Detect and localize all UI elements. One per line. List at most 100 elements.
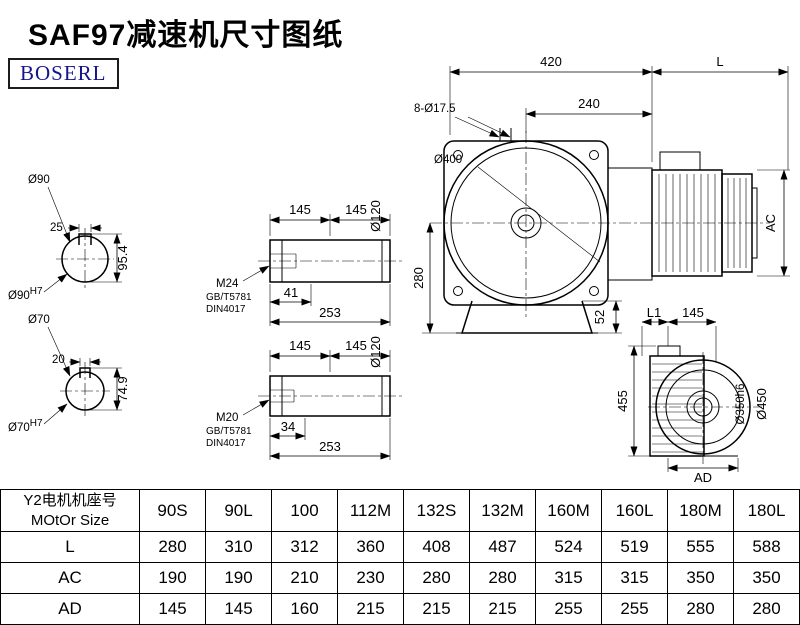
leader-line bbox=[43, 273, 68, 293]
side-view: L1 145 455 Ø350h6 Ø450 AD bbox=[615, 305, 769, 485]
dim-AD-label: AD bbox=[694, 470, 712, 485]
dim-keyheight-label: 74.9 bbox=[115, 376, 130, 401]
thread-label: M20 bbox=[216, 412, 238, 424]
motor-size-header: Y2电机机座号 MOtOr Size bbox=[0, 489, 140, 532]
brand-logo: BOSERL bbox=[8, 58, 119, 89]
table-cell: 160 bbox=[271, 593, 338, 625]
standard-label: DIN4017 bbox=[206, 304, 246, 315]
leader-line bbox=[477, 166, 601, 263]
table-cell: 588 bbox=[733, 531, 800, 563]
standard-label: GB/T5781 bbox=[206, 292, 252, 303]
dimension-table: Y2电机机座号 MOtOr Size 90S 90L 100 112M 132S… bbox=[0, 489, 800, 625]
column-header: 132S bbox=[403, 489, 470, 532]
table-cell: 280 bbox=[733, 593, 800, 625]
motor-end-cap bbox=[751, 187, 758, 259]
leader-line bbox=[454, 116, 500, 138]
dim-keywidth-label: 20 bbox=[52, 354, 65, 366]
table-cell: 280 bbox=[469, 562, 536, 594]
base-bracket bbox=[460, 300, 594, 334]
column-header: 180L bbox=[733, 489, 800, 532]
dim-145-label: 145 bbox=[682, 305, 704, 320]
bore-dia-value: Ø90 bbox=[8, 290, 30, 302]
table-cell: 315 bbox=[535, 562, 602, 594]
bore-dia-tolerance: H7 bbox=[30, 286, 43, 297]
table-cell: 350 bbox=[733, 562, 800, 594]
leader-line bbox=[467, 116, 511, 138]
brand-logo-text: BOSERL bbox=[20, 61, 107, 85]
terminal-box bbox=[659, 151, 701, 171]
shaft-drawing-top: 145 145 Ø120 M24 GB/T5781 DIN4017 41 253 bbox=[206, 200, 402, 326]
table-row-AD: AD 145 145 160 215 215 215 255 255 280 2… bbox=[0, 593, 800, 625]
column-header: 90S bbox=[139, 489, 206, 532]
dim-threadlen-label: 41 bbox=[284, 285, 298, 300]
table-cell: 190 bbox=[205, 562, 272, 594]
table-cell: 145 bbox=[139, 593, 206, 625]
leader-line bbox=[242, 399, 270, 416]
table-cell: 210 bbox=[271, 562, 338, 594]
table-cell: 215 bbox=[403, 593, 470, 625]
leader-line bbox=[47, 326, 71, 377]
dim-dia120-label: Ø120 bbox=[368, 200, 383, 232]
table-cell: 519 bbox=[601, 531, 668, 563]
dim-52-label: 52 bbox=[592, 310, 607, 324]
header-line1: Y2电机机座号 bbox=[23, 491, 117, 509]
table-cell: 555 bbox=[667, 531, 734, 563]
dim-dia70-label: Ø70 bbox=[28, 314, 50, 326]
dim-keywidth-label: 25 bbox=[50, 222, 63, 234]
thread-label: M24 bbox=[216, 278, 239, 290]
bolt-hole bbox=[589, 286, 599, 296]
detail-view-70: Ø70 20 74.9 Ø70H7 bbox=[8, 314, 130, 434]
table-cell: 280 bbox=[139, 531, 206, 563]
table-cell: 350 bbox=[667, 562, 734, 594]
dim-145-label: 145 bbox=[289, 338, 311, 353]
dim-threadlen-label: 34 bbox=[281, 419, 295, 434]
dim-280-label: 280 bbox=[411, 267, 426, 289]
body-fins bbox=[652, 363, 702, 453]
dim-dia90-label: Ø90 bbox=[28, 174, 50, 186]
front-view: 420 L 240 8-Ø17.5 Ø400 280 52 AC bbox=[411, 54, 790, 334]
column-header: 180M bbox=[667, 489, 734, 532]
column-header: 112M bbox=[337, 489, 404, 532]
dim-totallen-label: 253 bbox=[319, 305, 341, 320]
dim-dia350-label: Ø350h6 bbox=[735, 384, 747, 425]
bolt-hole bbox=[589, 150, 599, 160]
bore-dia-label: Ø90H7 bbox=[8, 286, 43, 302]
dim-dia450-label: Ø450 bbox=[754, 388, 769, 420]
bore-dia-label: Ø70H7 bbox=[8, 418, 43, 434]
table-header-row: Y2电机机座号 MOtOr Size 90S 90L 100 112M 132S… bbox=[0, 489, 800, 532]
dim-145-label: 145 bbox=[289, 202, 311, 217]
dim-holes-label: 8-Ø17.5 bbox=[414, 103, 456, 115]
row-label: AC bbox=[0, 562, 140, 594]
dim-AC-label: AC bbox=[763, 214, 778, 232]
table-cell: 408 bbox=[403, 531, 470, 563]
table-cell: 312 bbox=[271, 531, 338, 563]
table-cell: 280 bbox=[403, 562, 470, 594]
table-cell: 215 bbox=[337, 593, 404, 625]
bore-dia-tolerance: H7 bbox=[30, 418, 43, 429]
table-cell: 190 bbox=[139, 562, 206, 594]
motor-adapter bbox=[607, 167, 653, 281]
table-cell: 255 bbox=[535, 593, 602, 625]
dim-240-label: 240 bbox=[578, 96, 600, 111]
row-label: L bbox=[0, 531, 140, 563]
table-cell: 215 bbox=[469, 593, 536, 625]
table-cell: 255 bbox=[601, 593, 668, 625]
table-cell: 145 bbox=[205, 593, 272, 625]
motor-fins bbox=[658, 174, 716, 272]
column-header: 160L bbox=[601, 489, 668, 532]
detail-view-90: Ø90 25 95.4 Ø90H7 bbox=[8, 174, 130, 302]
table-cell: 310 bbox=[205, 531, 272, 563]
leader-line bbox=[47, 186, 71, 243]
dim-dia400-label: Ø400 bbox=[434, 154, 462, 166]
table-cell: 524 bbox=[535, 531, 602, 563]
dim-L1-label: L1 bbox=[647, 305, 661, 320]
table-row-AC: AC 190 190 210 230 280 280 315 315 350 3… bbox=[0, 562, 800, 594]
dim-145-label: 145 bbox=[345, 202, 367, 217]
dim-dia120-label: Ø120 bbox=[368, 336, 383, 368]
column-header: 132M bbox=[469, 489, 536, 532]
standard-label: GB/T5781 bbox=[206, 426, 252, 437]
page-title: SAF97减速机尺寸图纸 bbox=[28, 19, 344, 52]
leader-line bbox=[43, 403, 68, 425]
dim-L-label: L bbox=[716, 54, 723, 69]
